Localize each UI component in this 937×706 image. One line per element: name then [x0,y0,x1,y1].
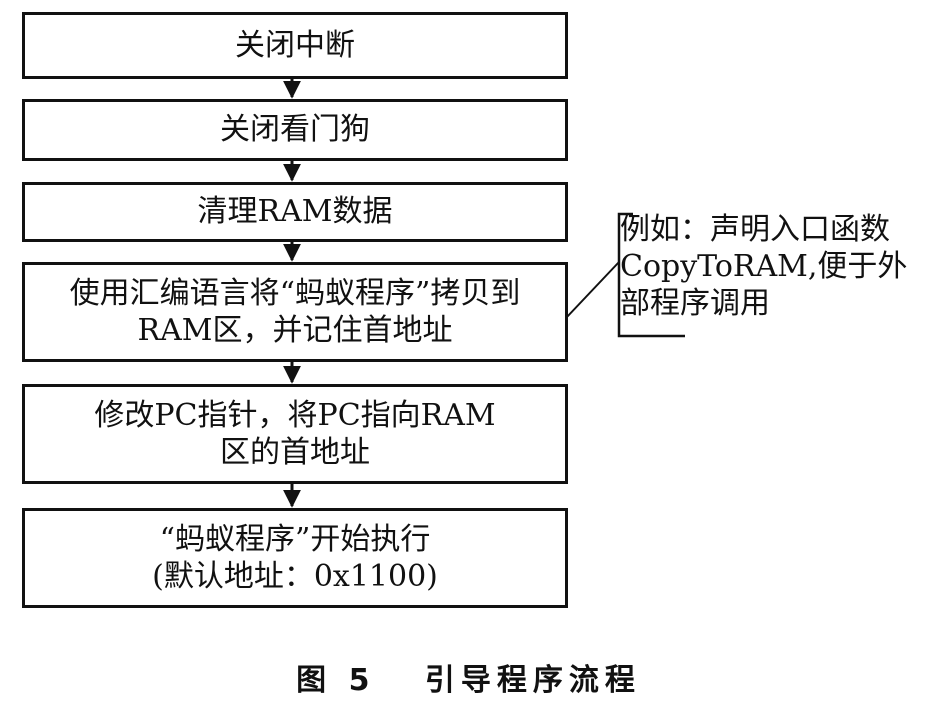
note-line3: 部程序调用 [620,285,770,321]
note-line2: CopyToRAM,便于外 [620,248,908,284]
step-label-line2: RAM区，并记住首地址 [137,313,453,348]
step-modify-pc: 修改PC指针，将PC指向RAM 区的首地址 [22,384,568,484]
note-line1: 例如：声明入口函数 [620,212,890,247]
step-label: 清理RAM数据 [197,194,393,230]
step-disable-interrupts: 关闭中断 [22,12,568,79]
step-label: 关闭中断 [235,27,355,63]
step-label-line2: (默认地址：0x1100) [152,559,438,594]
step-label: 关闭看门狗 [220,112,370,148]
step-disable-watchdog: 关闭看门狗 [22,99,568,161]
step-start-execution: “蚂蚁程序”开始执行 (默认地址：0x1100) [22,508,568,608]
step-label-line1: “蚂蚁程序”开始执行 [159,521,431,557]
step-clear-ram: 清理RAM数据 [22,182,568,242]
annotation-note: 例如：声明入口函数 CopyToRAM,便于外 部程序调用 [620,212,907,323]
figure-caption: 图 5 引导程序流程 [296,663,641,698]
note-bracket [617,212,685,338]
step-label-line1: 修改PC指针，将PC指向RAM [94,397,496,433]
note-leader-line [565,261,620,319]
step-label-line2: 区的首地址 [220,435,370,470]
step-copy-to-ram: 使用汇编语言将“蚂蚁程序”拷贝到 RAM区，并记住首地址 [22,262,568,362]
step-label-line1: 使用汇编语言将“蚂蚁程序”拷贝到 [69,275,521,311]
